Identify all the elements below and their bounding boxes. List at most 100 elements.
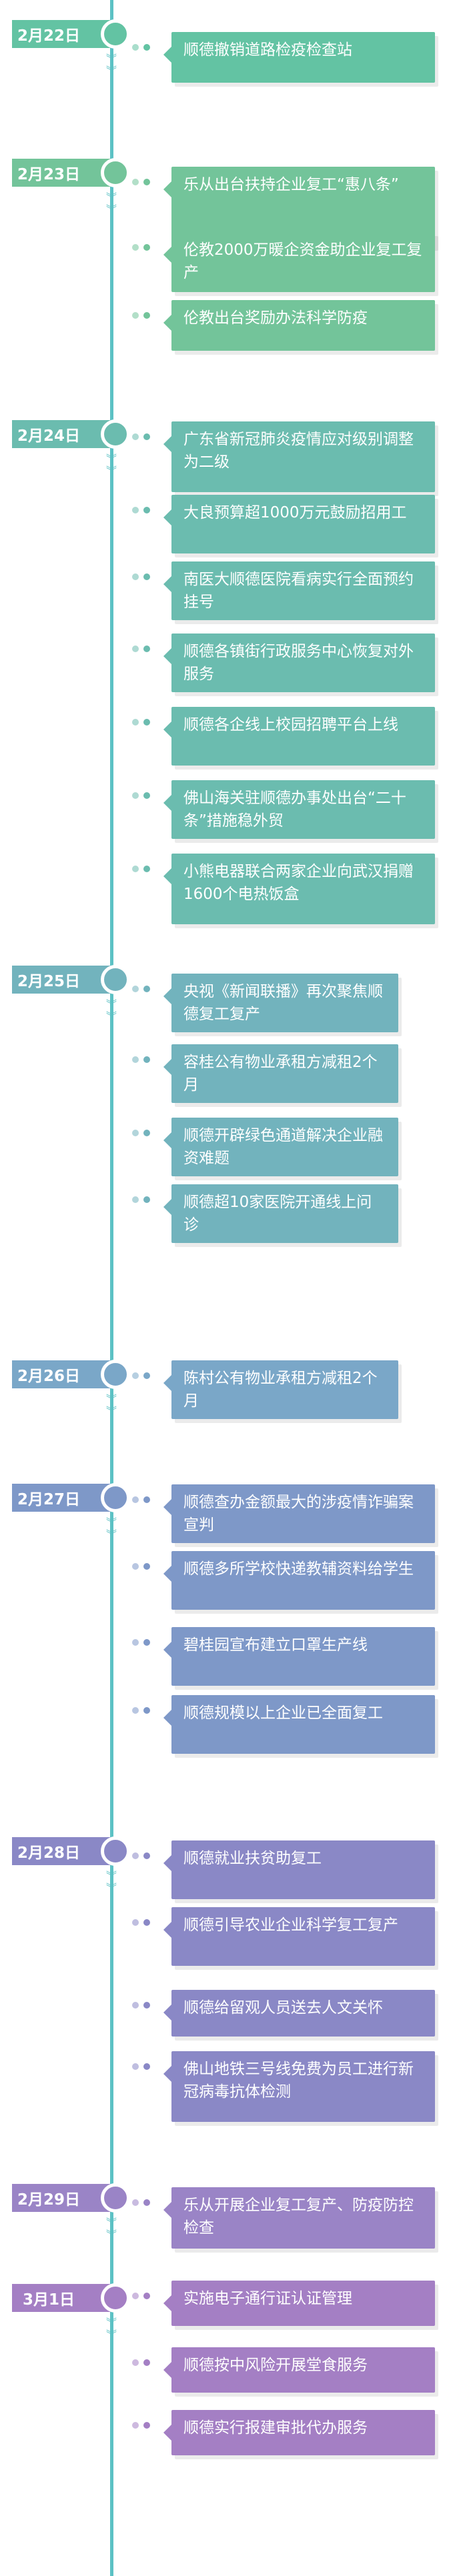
timeline-item: 乐从开展企业复工复产、防疫防控检查 [132, 2187, 435, 2249]
date-label: 2月27日 [12, 1483, 130, 1512]
connector-dots [132, 244, 150, 251]
timeline-item: 顺德规模以上企业已全面复工 [132, 1695, 435, 1754]
timeline-item: 南医大顺德医院看病实行全面预约挂号 [132, 561, 435, 620]
connector-dots [132, 1496, 150, 1503]
chevron-down-icon: ︾ [105, 465, 117, 477]
event-card: 顺德开辟绿色通道解决企业融资难题 [163, 1118, 398, 1176]
connector-dots [132, 2359, 150, 2366]
event-card: 顺德查办金额最大的涉疫情诈骗案宣判 [163, 1484, 435, 1543]
connector-dots [132, 866, 150, 872]
event-card: 顺德多所学校快递教辅资料给学生 [163, 1551, 435, 1610]
timeline-item: 实施电子通行证认证管理 [132, 2281, 435, 2326]
event-card: 顺德按中风险开展堂食服务 [163, 2347, 435, 2393]
timeline-node [101, 158, 130, 187]
connector-dots [132, 1372, 150, 1379]
timeline-item: 碧桂园宣布建立口罩生产线 [132, 1627, 435, 1686]
timeline-item: 顺德就业扶贫助复工 [132, 1840, 435, 1899]
date-text: 2月29日 [17, 2191, 80, 2209]
connector-dots [132, 573, 150, 580]
event-card: 顺德撤销道路检疫检查站 [163, 32, 435, 83]
connector-dots [132, 433, 150, 440]
connector-dots [132, 719, 150, 726]
event-card: 顺德各镇街行政服务中心恢复对外服务 [163, 633, 435, 692]
event-card: 乐从开展企业复工复产、防疫防控检查 [163, 2187, 435, 2249]
event-card: 南医大顺德医院看病实行全面预约挂号 [163, 561, 435, 620]
timeline-item: 顺德按中风险开展堂食服务 [132, 2347, 435, 2393]
connector-dots [132, 1852, 150, 1859]
timeline-node [101, 19, 130, 49]
timeline-item: 陈村公有物业承租方减租2个月 [132, 1360, 398, 1419]
event-card: 实施电子通行证认证管理 [163, 2281, 435, 2326]
date-text: 2月26日 [17, 1368, 80, 1385]
timeline-item: 央视《新闻联播》再次聚焦顺德复工复产 [132, 974, 398, 1032]
event-card: 顺德就业扶贫助复工 [163, 1840, 435, 1899]
date-text: 2月22日 [17, 27, 80, 45]
connector-dots [132, 312, 150, 319]
timeline-node [101, 419, 130, 449]
date-label: 2月23日 [12, 158, 130, 187]
date-label: 2月28日 [12, 1836, 130, 1866]
date-text: 3月1日 [22, 2291, 75, 2309]
chevron-down-icon: ︾ [105, 53, 117, 65]
event-card: 广东省新冠肺炎疫情应对级别调整为二级 [163, 421, 435, 492]
date-text: 2月27日 [17, 1491, 80, 1508]
connector-dots [132, 2293, 150, 2299]
date-label: 2月22日 [12, 19, 130, 49]
timeline-node [101, 1836, 130, 1866]
chevron-down-icon: ︾ [105, 998, 117, 1011]
timeline-item: 顺德引导农业企业科学复工复产 [132, 1907, 435, 1966]
timeline-item: 顺德开辟绿色通道解决企业融资难题 [132, 1118, 398, 1176]
event-card: 伦教出台奖励办法科学防疫 [163, 300, 435, 351]
connector-dots [132, 1639, 150, 1646]
event-card: 大良预算超1000万元鼓励招用工 [163, 495, 435, 553]
timeline-item: 佛山海关驻顺德办事处出台“二十条”措施稳外贸 [132, 780, 435, 839]
timeline-node [101, 965, 130, 994]
timeline-node [101, 2183, 130, 2213]
event-card: 顺德规模以上企业已全面复工 [163, 1695, 435, 1754]
timeline-node [101, 2283, 130, 2313]
timeline-item: 顺德实行报建审批代办服务 [132, 2410, 435, 2455]
event-card: 顺德超10家医院开通线上问诊 [163, 1184, 398, 1243]
timeline-item: 顺德查办金额最大的涉疫情诈骗案宣判 [132, 1484, 435, 1543]
timeline-node [101, 1483, 130, 1512]
connector-dots [132, 507, 150, 513]
event-card: 央视《新闻联播》再次聚焦顺德复工复产 [163, 974, 398, 1032]
event-card: 顺德引导农业企业科学复工复产 [163, 1907, 435, 1966]
chevron-down-icon: ︾ [105, 2329, 117, 2341]
timeline-item: 顺德撤销道路检疫检查站 [132, 32, 435, 83]
connector-dots [132, 646, 150, 652]
connector-dots [132, 2063, 150, 2070]
connector-dots [132, 44, 150, 51]
chevron-down-icon: ︾ [105, 1528, 117, 1541]
event-card: 顺德给留观人员送去人文关怀 [163, 1990, 435, 2037]
timeline-item: 伦教2000万暖企资金助企业复工复产 [132, 232, 435, 292]
connector-dots [132, 792, 150, 799]
timeline-item: 小熊电器联合两家企业向武汉捐赠1600个电热饭盒 [132, 854, 435, 924]
event-card: 顺德实行报建审批代办服务 [163, 2410, 435, 2455]
chevron-down-icon: ︾ [105, 65, 117, 77]
timeline-spine [110, 0, 113, 2576]
event-card: 小熊电器联合两家企业向武汉捐赠1600个电热饭盒 [163, 854, 435, 924]
timeline-item: 伦教出台奖励办法科学防疫 [132, 300, 435, 351]
timeline-item: 顺德超10家医院开通线上问诊 [132, 1184, 398, 1243]
event-card: 伦教2000万暖企资金助企业复工复产 [163, 232, 435, 292]
chevron-down-icon: ︾ [105, 1882, 117, 1894]
connector-dots [132, 1919, 150, 1926]
connector-dots [132, 2002, 150, 2009]
event-card: 陈村公有物业承租方减租2个月 [163, 1360, 398, 1419]
date-label: 3月1日 [12, 2283, 130, 2313]
chevron-down-icon: ︾ [105, 1405, 117, 1418]
event-card: 佛山地铁三号线免费为员工进行新冠病毒抗体检测 [163, 2051, 435, 2122]
event-card: 顺德各企线上校园招聘平台上线 [163, 707, 435, 766]
chevron-down-icon: ︾ [105, 203, 117, 216]
connector-dots [132, 986, 150, 992]
date-text: 2月28日 [17, 1844, 80, 1862]
connector-dots [132, 2422, 150, 2429]
timeline-item: 容桂公有物业承租方减租2个月 [132, 1044, 398, 1103]
timeline-node [101, 1360, 130, 1389]
timeline-item: 佛山地铁三号线免费为员工进行新冠病毒抗体检测 [132, 2051, 435, 2122]
connector-dots [132, 1130, 150, 1136]
chevron-down-icon: ︾ [105, 453, 117, 465]
event-card: 容桂公有物业承租方减租2个月 [163, 1044, 398, 1103]
connector-dots [132, 2199, 150, 2206]
